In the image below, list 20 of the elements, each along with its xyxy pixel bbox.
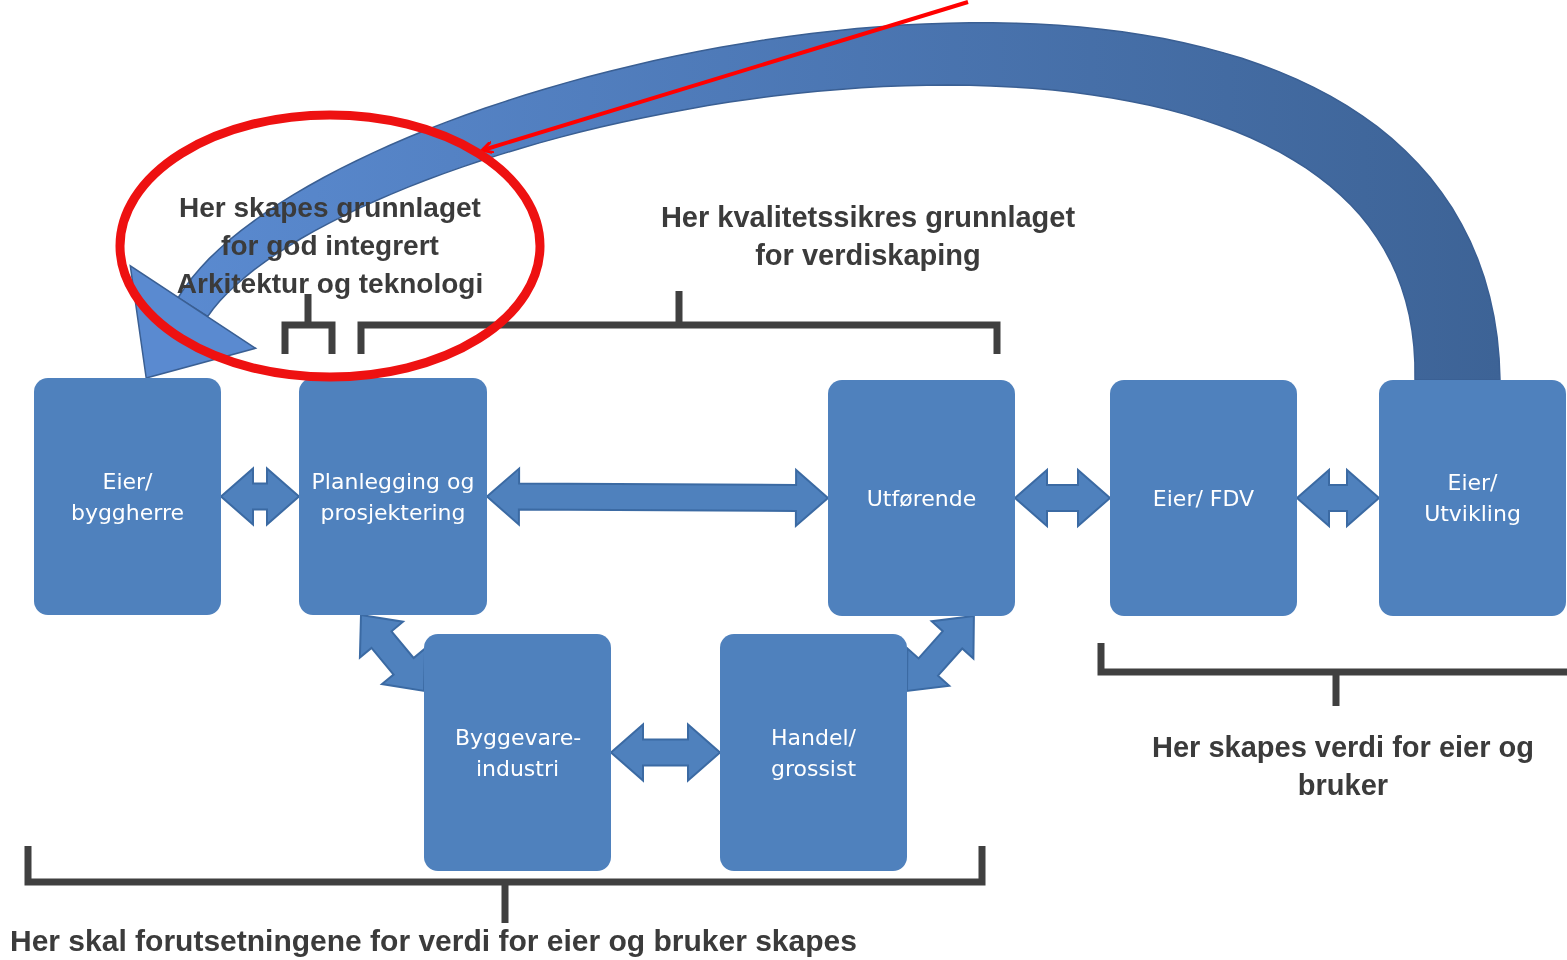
process-box: Byggevare- industri: [424, 634, 611, 871]
double-arrow: [1295, 467, 1381, 529]
bracket-label: Her kvalitetssikres grunnlaget for verdiskaping: [659, 200, 1077, 273]
process-box: Eier/ FDV: [1110, 380, 1297, 616]
double-arrow: [906, 614, 975, 693]
highlight-ellipse: [115, 110, 545, 382]
bracket-label: Her skapes verdi for eier og bruker: [1151, 730, 1535, 803]
process-box: Handel/ grossist: [720, 634, 907, 871]
double-arrow: [485, 466, 830, 529]
double-arrow: [1013, 467, 1112, 529]
double-arrow: [609, 722, 722, 783]
double-arrow: [219, 466, 301, 527]
process-box: Utførende: [828, 380, 1015, 616]
process-box: Eier/ byggherre: [34, 378, 221, 615]
process-box: Eier/ Utvikling: [1379, 380, 1566, 616]
double-arrow: [358, 613, 427, 693]
bracket-label: Her skal forutsetningene for verdi for eier og bruker skapes: [10, 924, 857, 958]
arrow: [480, 0, 969, 155]
curved-arrow: [129, 22, 1501, 381]
process-box: Planlegging og prosjektering: [299, 378, 487, 615]
